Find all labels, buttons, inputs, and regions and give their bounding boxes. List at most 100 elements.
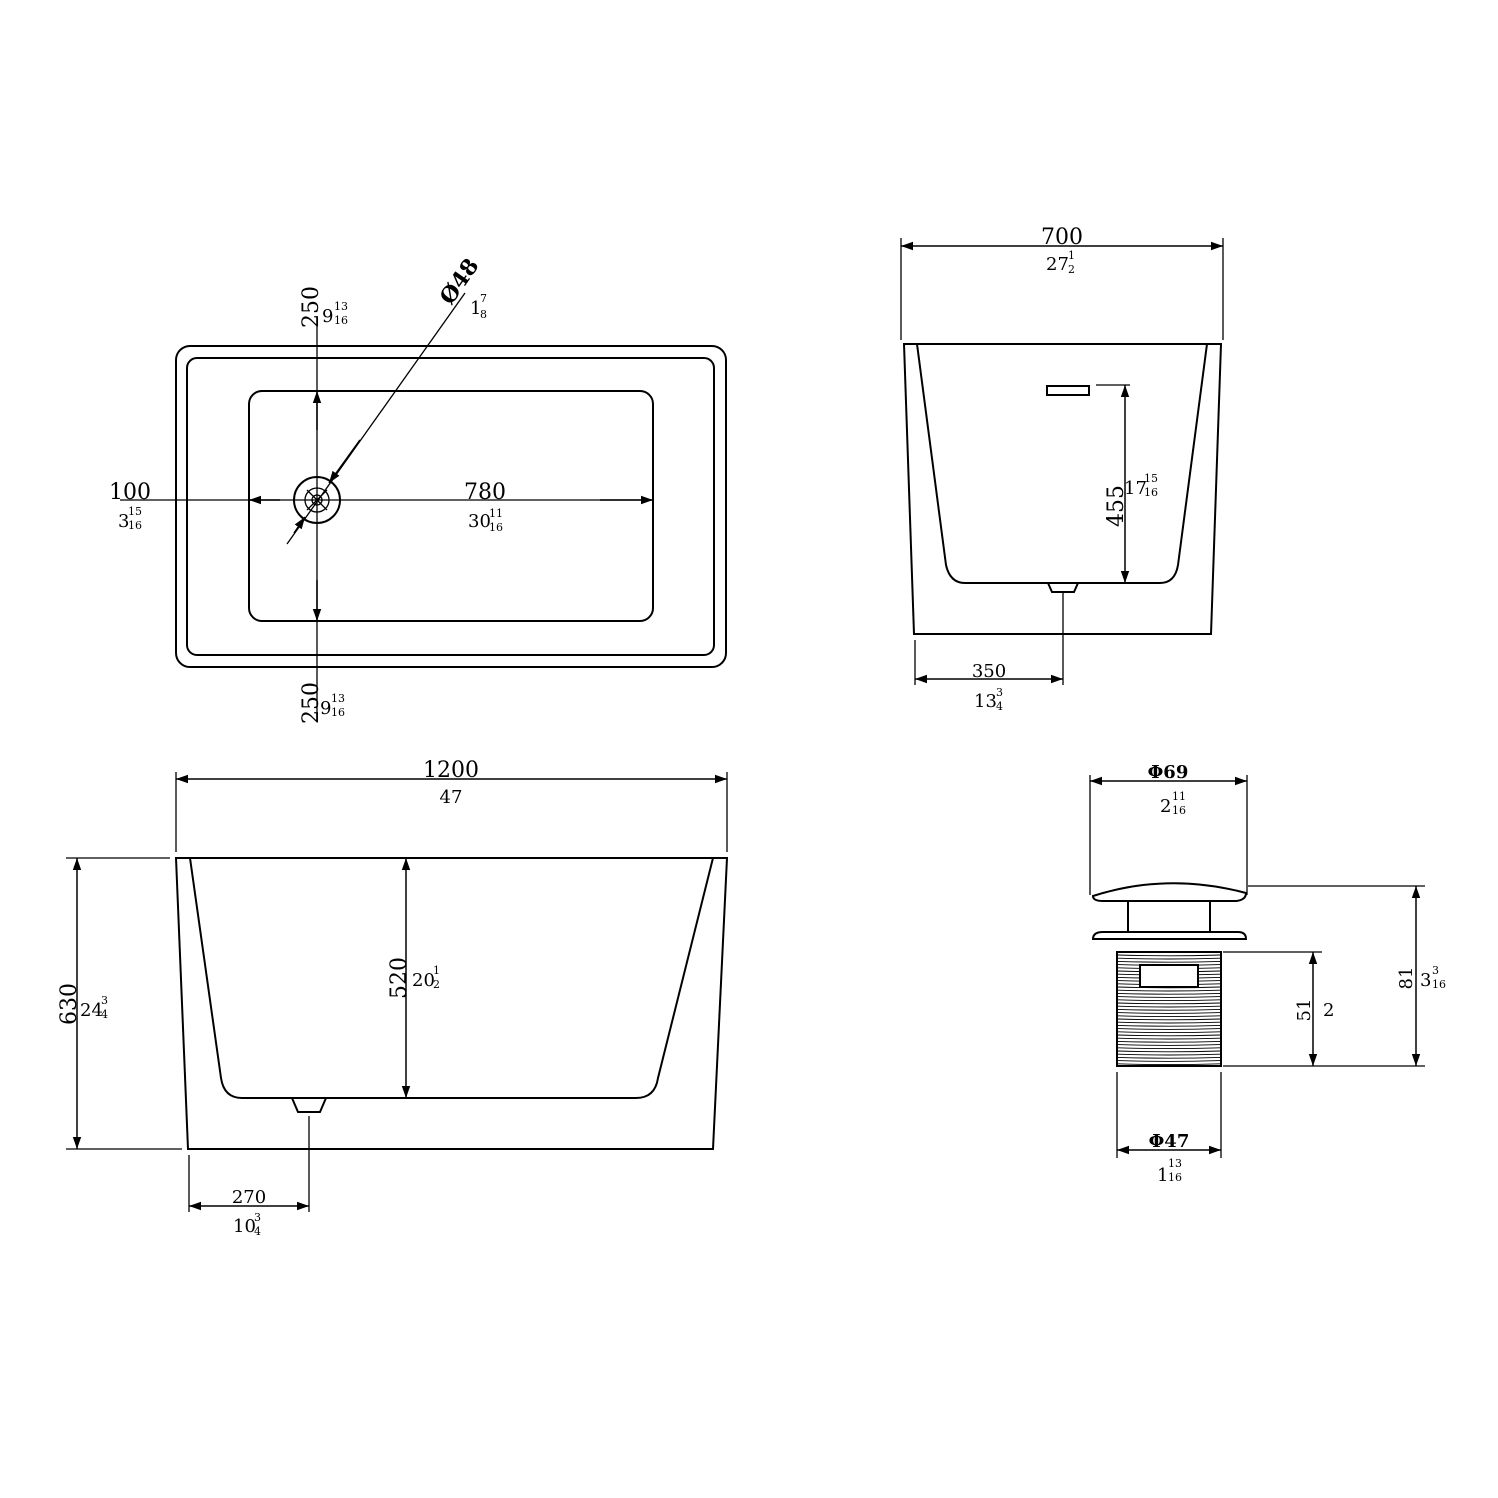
thread-line xyxy=(1117,999,1221,1002)
label-total-height-in-den: 16 xyxy=(1432,978,1446,991)
thread-line xyxy=(1117,1040,1221,1043)
label-drain-diameter-in-whole: 1 xyxy=(470,298,481,319)
thread-line xyxy=(1117,1063,1221,1066)
label-end-drain-offset-in-den: 4 xyxy=(996,700,1003,713)
thread-line xyxy=(1117,1060,1221,1062)
label-drain-diameter-in-num: 7 xyxy=(480,292,487,305)
thread-line xyxy=(1117,992,1221,995)
side-tub-outer-profile xyxy=(174,857,729,1150)
label-drain-from-top-in-den: 16 xyxy=(334,314,348,327)
label-drain-from-left-in-whole: 3 xyxy=(118,511,129,532)
label-end-drain-offset-in-whole: 13 xyxy=(974,691,997,712)
label-end-width-in-whole: 27 xyxy=(1046,254,1069,275)
label-cap-diameter-in-whole: 2 xyxy=(1160,796,1171,817)
label-overflow-height-in-den: 16 xyxy=(1144,486,1158,499)
thread-line xyxy=(1117,1005,1221,1008)
thread-line xyxy=(1117,1008,1221,1011)
thread-line xyxy=(1117,1024,1221,1027)
thread-line xyxy=(1117,1002,1221,1005)
label-side-depth-in-num: 1 xyxy=(433,964,440,977)
thread-line xyxy=(1117,957,1221,960)
label-end-width-in-den: 2 xyxy=(1068,263,1075,276)
label-drain-from-top-in-num: 13 xyxy=(334,300,348,313)
label-side-depth-in-whole: 20 xyxy=(412,970,435,991)
label-cap-diameter-in-num: 11 xyxy=(1172,790,1186,803)
label-side-length-in: 47 xyxy=(440,787,463,808)
thread-line xyxy=(1117,1012,1221,1014)
label-thread-height-mm: 51 xyxy=(1294,999,1315,1022)
label-drain-to-right-in-den: 16 xyxy=(489,521,503,534)
thread-line xyxy=(1117,1056,1221,1059)
label-overflow-height-in-whole: 17 xyxy=(1124,478,1147,499)
label-drain-diameter-in-den: 8 xyxy=(480,308,487,321)
side-tub-inner-profile xyxy=(176,857,727,1099)
label-total-height-in-whole: 3 xyxy=(1420,970,1431,991)
tub-outer-rim xyxy=(175,345,727,668)
thread-line xyxy=(1117,1050,1221,1053)
label-side-drain-offset-in-num: 3 xyxy=(254,1211,261,1224)
label-drain-from-bottom-in-whole: 9 xyxy=(320,698,331,719)
label-body-diameter-in-den: 16 xyxy=(1168,1171,1182,1184)
drain-diameter-leader xyxy=(286,292,466,545)
end-drain-outlet xyxy=(1047,582,1079,593)
label-side-height-in-num: 3 xyxy=(101,994,108,1007)
label-end-width-mm: 700 xyxy=(1041,225,1083,250)
label-cap-diameter-in-den: 16 xyxy=(1172,804,1186,817)
label-end-drain-offset-mm: 350 xyxy=(972,661,1006,682)
label-overflow-height-in-num: 15 xyxy=(1144,472,1158,485)
thread-line xyxy=(1117,989,1221,992)
end-tub-outer-profile xyxy=(902,343,1223,635)
label-drain-to-right-in-whole: 30 xyxy=(468,511,491,532)
thread-line xyxy=(1117,1047,1221,1050)
label-side-drain-offset-in-den: 4 xyxy=(254,1225,261,1238)
overflow-slot xyxy=(1046,385,1090,396)
label-side-height-mm: 630 xyxy=(57,983,82,1025)
label-drain-from-left-mm: 100 xyxy=(109,480,151,505)
label-side-drain-offset-mm: 270 xyxy=(232,1187,266,1208)
label-drain-from-bottom-in-num: 13 xyxy=(331,692,345,705)
label-side-length-mm: 1200 xyxy=(423,758,479,783)
label-drain-from-bottom-mm: 250 xyxy=(299,682,324,724)
label-cap-diameter-mm: Φ69 xyxy=(1148,762,1189,783)
thread-line xyxy=(1117,960,1221,963)
top-view: 250 9 13 16 Ø48 1 7 8 100 3 15 16 780 30… xyxy=(109,254,727,724)
thread-line xyxy=(1117,1053,1221,1056)
drain-detail: Φ69 2 11 16 81 3 3 16 51 2 xyxy=(1089,762,1446,1186)
label-drain-from-bottom-in-den: 16 xyxy=(331,706,345,719)
label-total-height-mm: 81 xyxy=(1396,967,1417,990)
label-thread-height-in: 2 xyxy=(1323,1000,1334,1021)
end-view: 700 27 1 2 455 17 15 16 350 13 3 4 xyxy=(900,225,1224,713)
end-tub-inner-profile xyxy=(904,343,1221,584)
label-side-height-in-den: 4 xyxy=(101,1008,108,1021)
label-drain-from-left-in-den: 16 xyxy=(128,519,142,532)
label-body-diameter-mm: Φ47 xyxy=(1149,1131,1190,1152)
thread-line xyxy=(1117,1034,1221,1037)
label-end-width-in-num: 1 xyxy=(1068,249,1075,262)
thread-line xyxy=(1117,1037,1221,1040)
label-body-diameter-in-num: 13 xyxy=(1168,1157,1182,1170)
label-drain-to-right-mm: 780 xyxy=(464,480,506,505)
drain-threaded-body xyxy=(1116,951,1222,1067)
thread-line xyxy=(1117,1031,1221,1034)
label-overflow-height-mm: 455 xyxy=(1104,485,1129,527)
tub-basin-floor xyxy=(248,390,654,622)
label-side-drain-offset-in-whole: 10 xyxy=(233,1216,256,1237)
thread-line xyxy=(1117,1021,1221,1024)
drain-stem xyxy=(1127,900,1211,933)
label-body-diameter-in-whole: 1 xyxy=(1157,1165,1168,1186)
thread-line xyxy=(1117,996,1221,998)
drain-cap-dome xyxy=(1091,882,1248,902)
thread-line xyxy=(1117,1018,1221,1021)
label-end-drain-offset-in-num: 3 xyxy=(996,686,1003,699)
thread-line xyxy=(1117,954,1221,957)
label-drain-from-top-mm: 250 xyxy=(299,286,324,328)
thread-line xyxy=(1117,1015,1221,1018)
label-side-depth-in-den: 2 xyxy=(433,978,440,991)
side-view: 1200 47 630 24 3 4 520 20 1 2 270 10 3 xyxy=(57,758,729,1238)
drain-flange xyxy=(1091,931,1248,940)
label-drain-from-left-in-num: 15 xyxy=(128,505,142,518)
side-drain-outlet xyxy=(291,1097,327,1113)
thread-line xyxy=(1117,1044,1221,1046)
label-drain-to-right-in-num: 11 xyxy=(489,507,503,520)
